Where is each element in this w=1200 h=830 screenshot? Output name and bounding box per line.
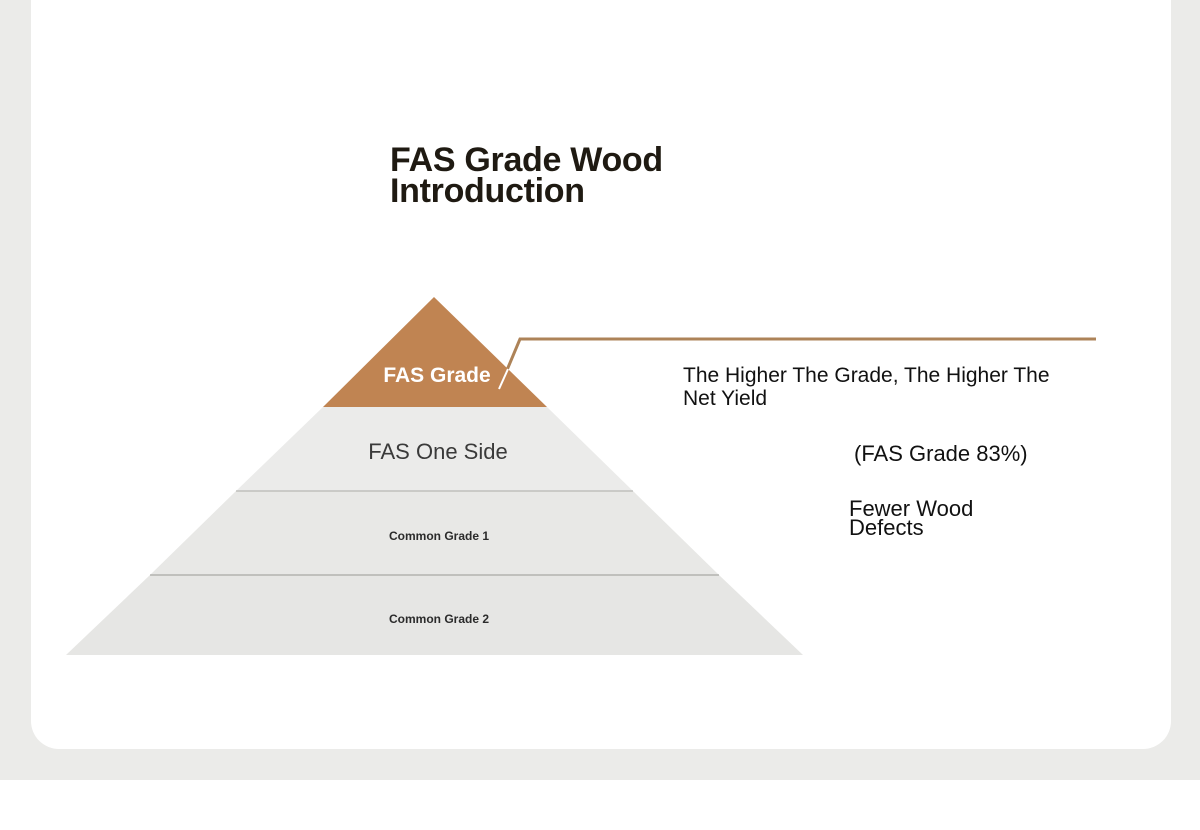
note-net-yield: The Higher The Grade, The Higher The Net… <box>683 364 1050 410</box>
page-title: FAS Grade Wood Introduction <box>390 141 663 210</box>
tier-fas-grade <box>323 297 547 407</box>
leader-start <box>498 368 509 390</box>
tier-common-grade-1 <box>150 491 719 575</box>
tier-label-common-grade-2: Common Grade 2 <box>389 612 489 626</box>
tier-common-grade-2 <box>66 575 803 655</box>
note-fewer-defects: Fewer Wood Defects <box>849 496 974 540</box>
tier-label-common-grade-1: Common Grade 1 <box>389 529 489 543</box>
note-fas-percent: (FAS Grade 83%) <box>854 441 1028 466</box>
tier-fas-one-side <box>236 407 633 491</box>
tier-label-fas-grade: FAS Grade <box>383 364 490 387</box>
tier-label-fas-one-side: FAS One Side <box>368 439 507 464</box>
